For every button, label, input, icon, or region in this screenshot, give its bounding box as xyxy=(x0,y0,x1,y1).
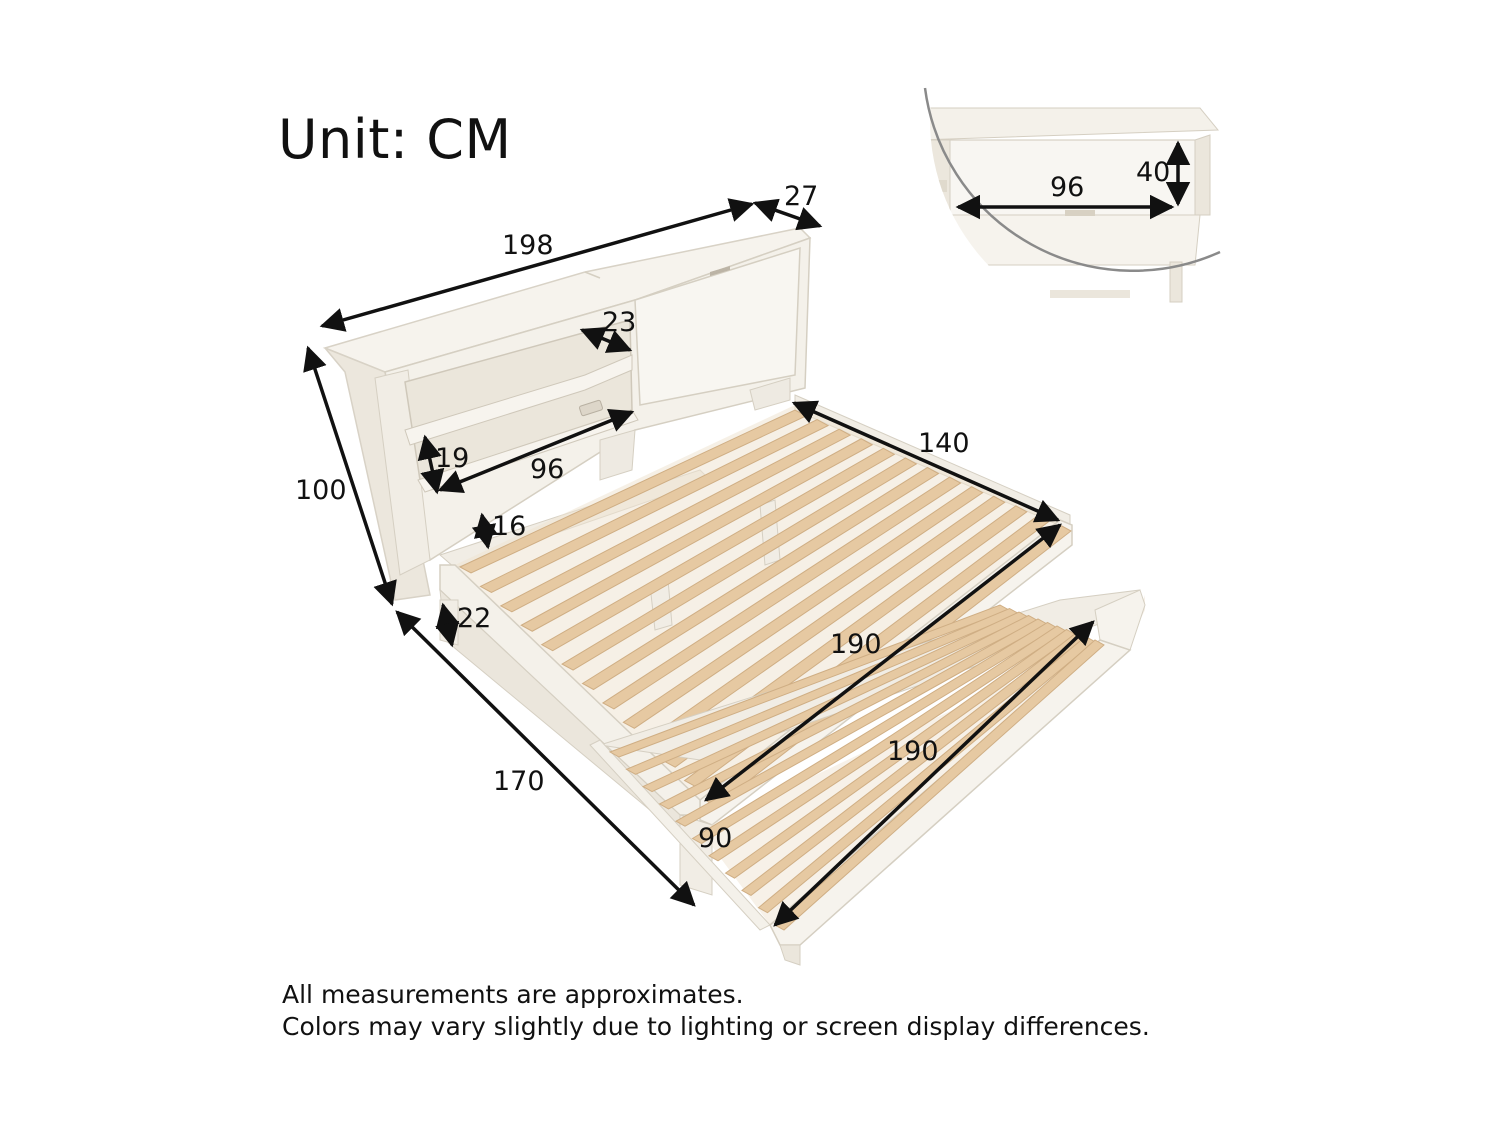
dim-line-23 xyxy=(579,327,633,353)
label-16: 16 xyxy=(492,511,526,542)
dim-line-198 xyxy=(319,198,755,332)
label-23: 23 xyxy=(602,307,636,338)
dim-line-19 xyxy=(417,434,445,495)
label-19: 19 xyxy=(435,443,469,474)
label-190b: 190 xyxy=(887,736,939,767)
dimension-labels: 198 27 100 23 19 96 16 22 140 190 190 17… xyxy=(295,181,970,854)
dim-line-140 xyxy=(791,400,1061,523)
label-198: 198 xyxy=(502,230,554,261)
label-27: 27 xyxy=(784,181,818,212)
inset-detail: 96 40 xyxy=(923,85,1230,315)
label-96: 96 xyxy=(530,454,564,485)
unit-title: Unit: CM xyxy=(278,108,512,171)
label-90: 90 xyxy=(698,823,732,854)
disclaimer-line-2: Colors may vary slightly due to lighting… xyxy=(282,1012,1150,1041)
inset-label-96: 96 xyxy=(1050,172,1084,203)
inset-label-40: 40 xyxy=(1136,157,1170,188)
label-170: 170 xyxy=(493,766,545,797)
dim-line-96 xyxy=(437,408,635,494)
dim-line-100 xyxy=(303,345,397,607)
dim-line-27 xyxy=(752,198,823,231)
dim-line-190b xyxy=(773,620,1095,927)
label-190a: 190 xyxy=(830,629,882,660)
dim-line-170 xyxy=(395,610,696,907)
dimension-lines xyxy=(303,198,1095,927)
label-140: 140 xyxy=(918,428,970,459)
label-22: 22 xyxy=(457,603,491,634)
label-100: 100 xyxy=(295,475,347,506)
disclaimer-line-1: All measurements are approximates. xyxy=(282,980,744,1009)
dim-line-16 xyxy=(471,512,499,550)
